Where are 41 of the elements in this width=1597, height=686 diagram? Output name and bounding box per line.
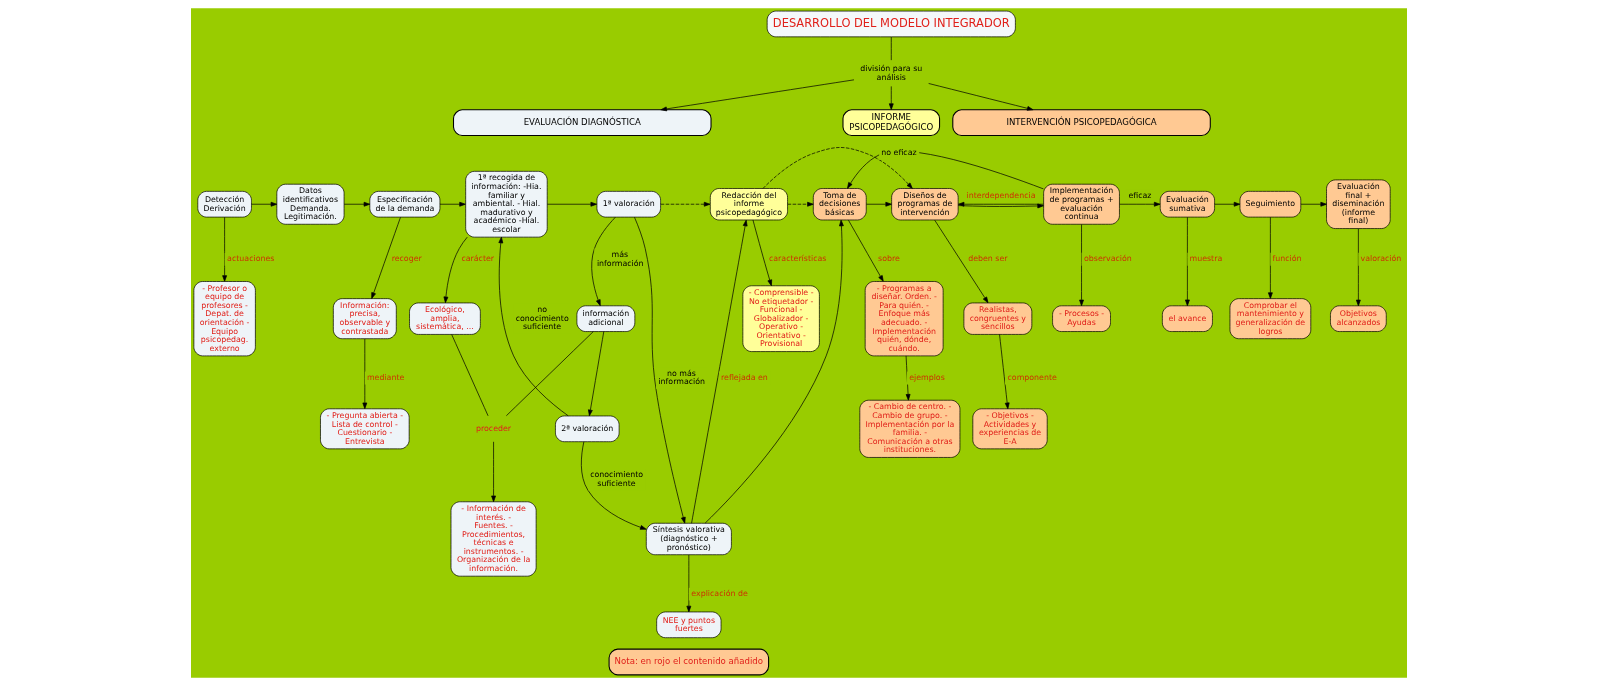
node-box: EVALUACIÓN DIAGNÓSTICA bbox=[452, 109, 712, 137]
arrow bbox=[847, 219, 884, 282]
arrow bbox=[1213, 201, 1240, 207]
arrow bbox=[933, 219, 988, 304]
node-box: INTERVENCIÓN PSICOPEDAGÓGICA bbox=[951, 109, 1211, 137]
arrow bbox=[660, 79, 854, 112]
connector bbox=[505, 331, 594, 417]
node-box: Nota: en rojo el contenido añadido bbox=[608, 648, 769, 676]
arrow bbox=[221, 216, 227, 282]
node-box: INFORME PSICOPEDAGÓGICO bbox=[841, 109, 940, 137]
arrow bbox=[752, 219, 772, 287]
arrow bbox=[786, 201, 814, 207]
arrow bbox=[633, 216, 686, 524]
arrow bbox=[659, 201, 710, 207]
arrow bbox=[905, 355, 910, 401]
arrow bbox=[361, 338, 367, 410]
arrow bbox=[927, 83, 1033, 111]
connector bbox=[450, 334, 488, 417]
arrow bbox=[686, 554, 691, 613]
arrow bbox=[1078, 224, 1084, 307]
arrow bbox=[888, 86, 894, 110]
arrow bbox=[343, 201, 370, 207]
arrow bbox=[590, 216, 616, 306]
arrow bbox=[865, 201, 892, 207]
arrow bbox=[587, 331, 604, 417]
arrow bbox=[704, 219, 844, 524]
arrow bbox=[439, 201, 466, 207]
arrow bbox=[250, 201, 277, 207]
node-box: DESARROLLO DEL MODELO INTEGRADOR bbox=[766, 10, 1016, 38]
arrow bbox=[370, 216, 401, 299]
arrow bbox=[690, 219, 747, 524]
arrow bbox=[443, 236, 468, 304]
arrow bbox=[546, 201, 597, 207]
arrow bbox=[1118, 201, 1160, 207]
arrow bbox=[1300, 201, 1327, 207]
connector bbox=[890, 36, 892, 61]
arrow bbox=[846, 150, 1044, 190]
arrow bbox=[1184, 216, 1190, 307]
arrow bbox=[998, 334, 1010, 410]
arrow bbox=[762, 147, 913, 189]
arrow bbox=[490, 441, 496, 503]
